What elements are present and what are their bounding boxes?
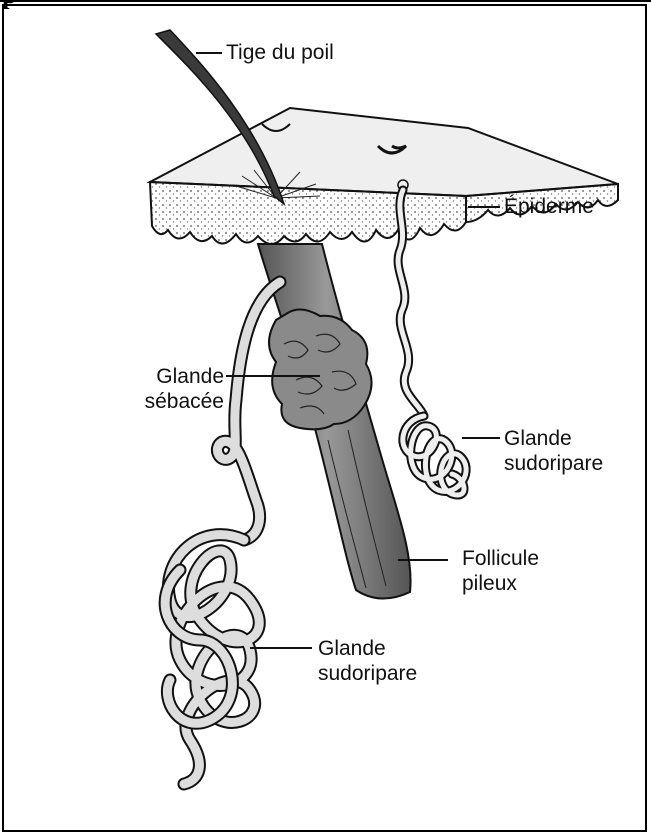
label-glande-sebacee-line1: Glande [96, 364, 224, 389]
label-glande-sudoripare-right-line1: Glande [504, 426, 603, 451]
label-glande-sudoripare-left-line2: sudoripare [318, 661, 417, 686]
label-follicule-pileux: Follicule pileux [462, 546, 539, 596]
label-glande-sudoripare-left-line1: Glande [318, 636, 417, 661]
sebaceous-gland [269, 309, 372, 429]
label-follicule-line1: Follicule [462, 546, 539, 571]
sweat-gland-left-coil [165, 535, 259, 784]
label-glande-sebacee-line2: sébacée [96, 389, 224, 414]
label-epiderme: Épiderme [504, 194, 594, 219]
label-glande-sebacee: Glande sébacée [96, 364, 224, 414]
label-glande-sudoripare-right: Glande sudoripare [504, 426, 603, 476]
epidermis-block [150, 108, 618, 244]
sweat-duct-left [217, 282, 280, 540]
label-glande-sudoripare-right-line2: sudoripare [504, 451, 603, 476]
label-glande-sudoripare-left: Glande sudoripare [318, 636, 417, 686]
label-tige-du-poil: Tige du poil [226, 40, 334, 65]
label-follicule-line2: pileux [462, 571, 539, 596]
